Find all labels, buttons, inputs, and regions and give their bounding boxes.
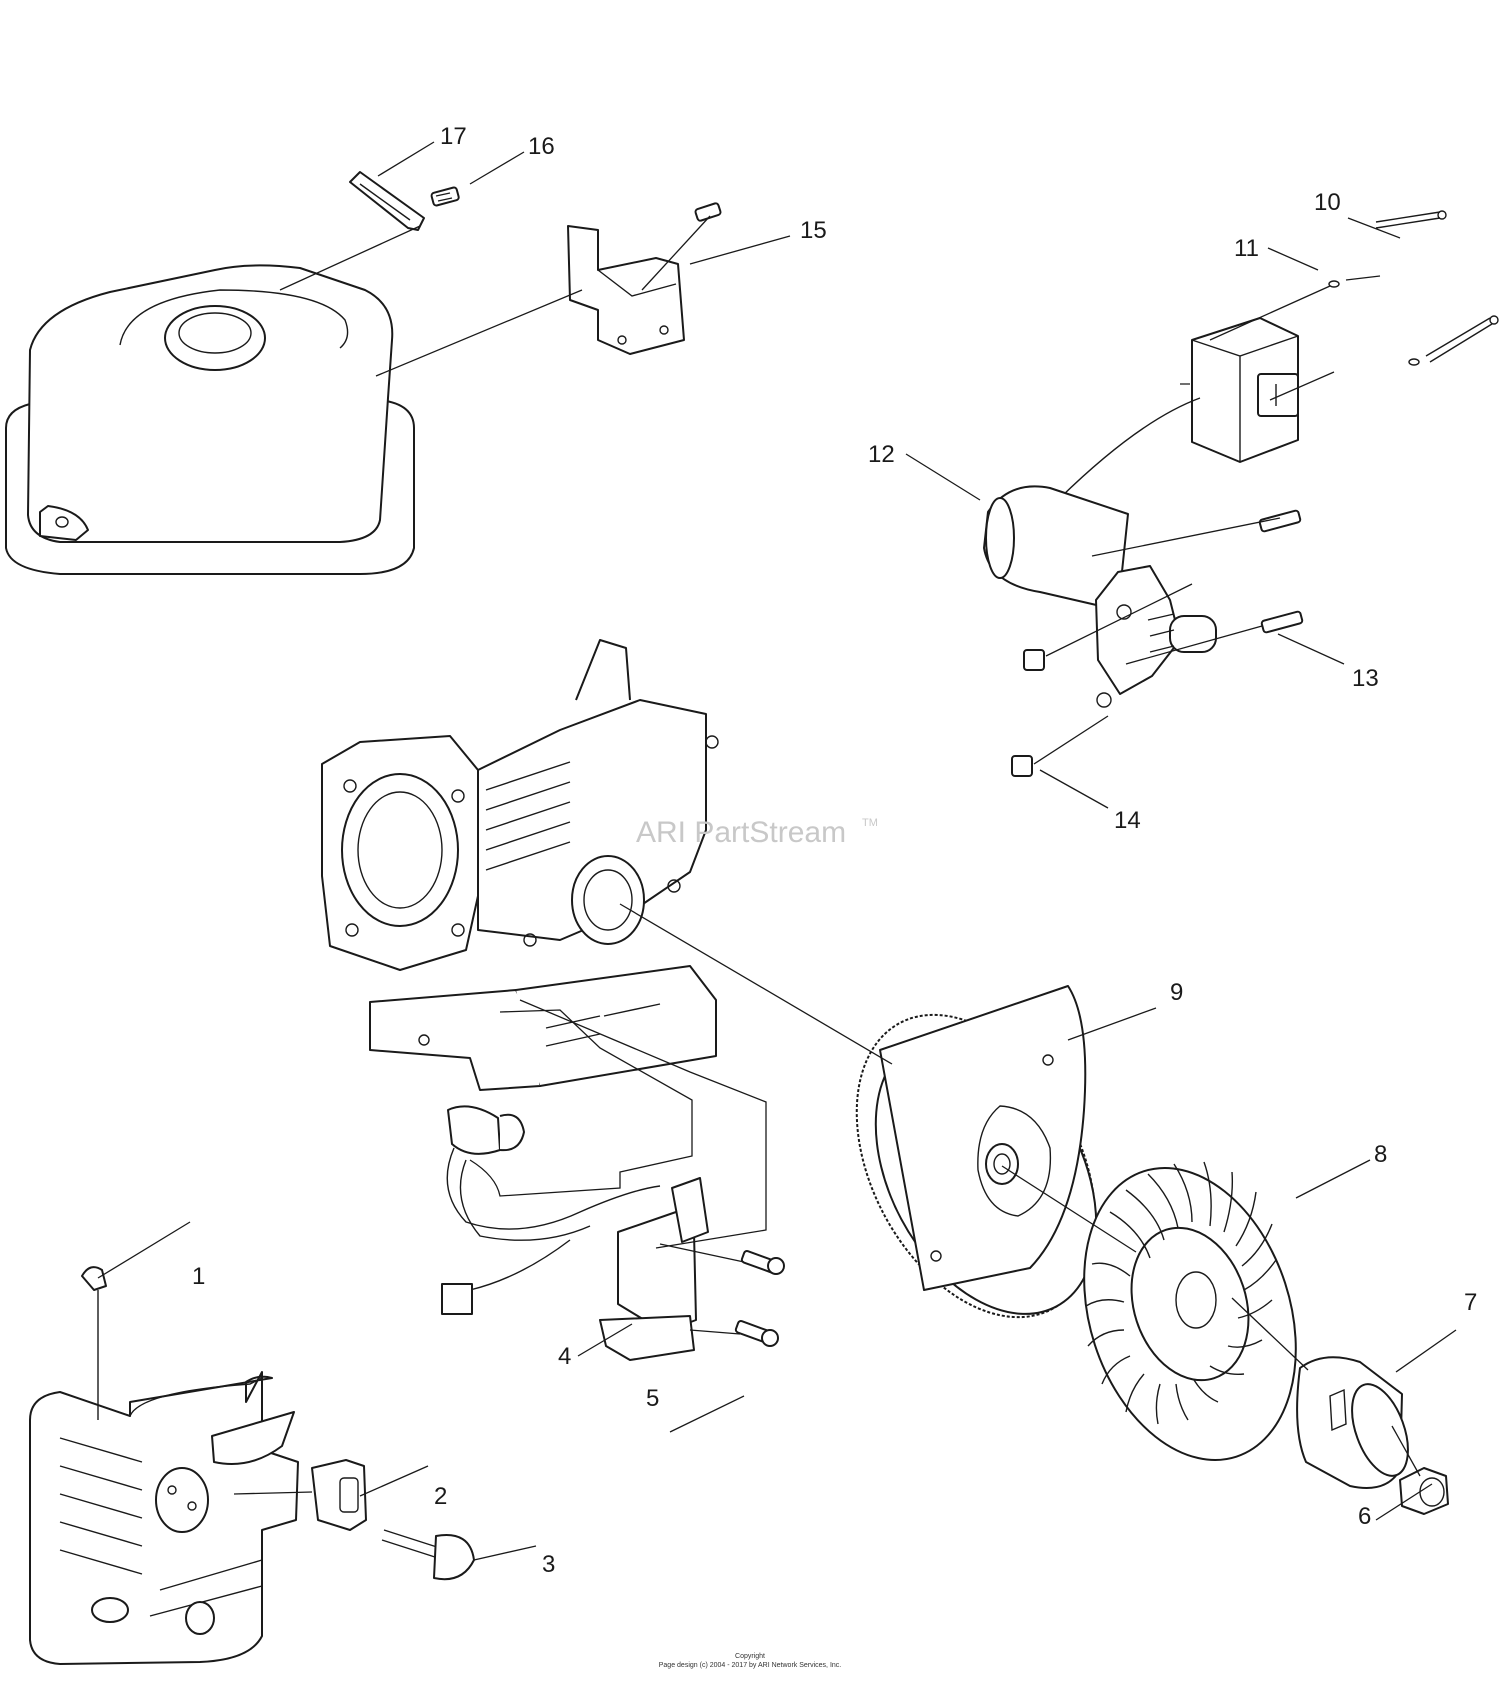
blower-shroud-panel	[29, 1371, 299, 1665]
assembly-lines	[233, 215, 1421, 1495]
callout-17: 17	[440, 123, 467, 150]
coil-bolts	[734, 1250, 785, 1347]
fuel-tank	[5, 264, 415, 575]
callout-14: 14	[1114, 807, 1141, 834]
ignition-coil	[441, 1105, 709, 1361]
callout-7: 7	[1464, 1289, 1477, 1316]
strap-bolt	[430, 186, 460, 207]
starter-spacers	[1011, 649, 1045, 777]
callout-8: 8	[1374, 1141, 1387, 1168]
tank-bracket	[567, 202, 722, 355]
footer-copyright: Copyright	[735, 1653, 765, 1660]
key-switch	[311, 1459, 367, 1531]
callout-4: 4	[558, 1343, 571, 1370]
callout-leaders	[97, 141, 1457, 1561]
footer-page-design: Page design (c) 2004 - 2017 by ARI Netwo…	[659, 1662, 842, 1669]
starter-solenoid	[1191, 317, 1299, 463]
callout-9: 9	[1170, 979, 1183, 1006]
starter-cup	[1296, 1356, 1409, 1489]
cooling-fan	[1083, 1161, 1297, 1461]
ignition-key	[381, 1529, 475, 1581]
watermark-trademark: TM	[862, 817, 878, 829]
callout-5: 5	[646, 1385, 659, 1412]
starter-bolts	[1258, 509, 1304, 634]
callout-1: 1	[192, 1263, 205, 1290]
wire-clip	[81, 1266, 107, 1420]
callout-13: 13	[1352, 665, 1379, 692]
solenoid-screws	[1328, 210, 1499, 366]
callout-11: 11	[1234, 235, 1259, 262]
flywheel-nut	[1399, 1467, 1449, 1515]
callout-12: 12	[868, 441, 895, 468]
watermark-text: ARI PartStream	[636, 816, 846, 849]
starter-motor	[983, 397, 1217, 708]
fuel-tank-strap	[349, 171, 425, 231]
callout-16: 16	[528, 133, 555, 160]
callout-6: 6	[1358, 1503, 1371, 1530]
callout-15: 15	[800, 217, 827, 244]
callout-labels: 1 2 3 4 5 6 7 8 9 10 11 12 13 14 15 16 1…	[192, 123, 1477, 1578]
flywheel	[855, 985, 1098, 1319]
callout-3: 3	[542, 1551, 555, 1578]
callout-2: 2	[434, 1483, 447, 1510]
engine-crankcase	[321, 639, 719, 1091]
callout-10: 10	[1314, 189, 1341, 216]
